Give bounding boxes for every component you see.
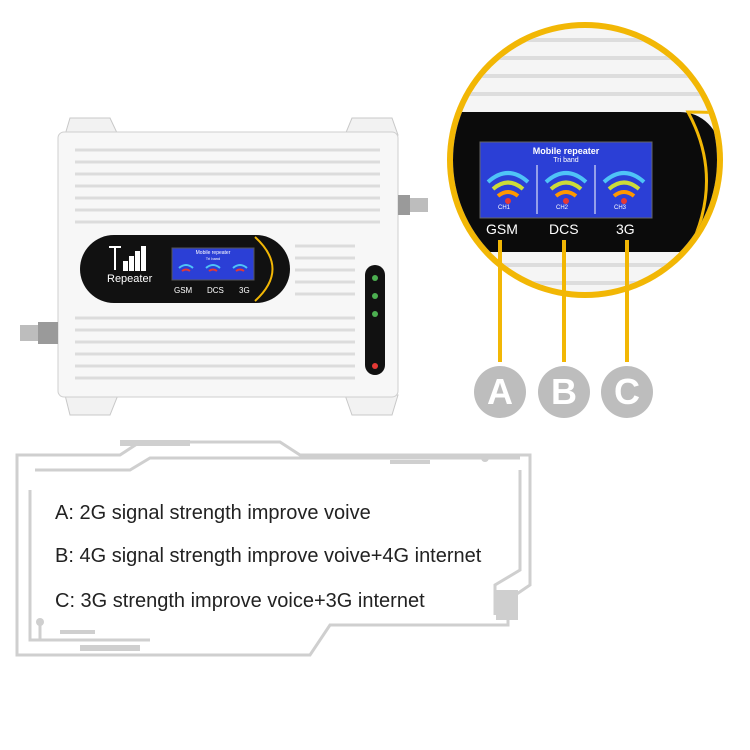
zoom-screen-title: Mobile repeater xyxy=(532,146,600,156)
device-screen-subtitle: Tri band xyxy=(205,256,221,261)
device-screen-title: Mobile repeater xyxy=(195,250,231,256)
device-band-dcs: DCS xyxy=(207,286,224,295)
zoom-band-dcs: DCS xyxy=(549,221,579,237)
magnified-screen xyxy=(447,22,723,298)
legend-line-c: C: 3G strength improve voice+3G internet xyxy=(55,590,425,612)
repeater-logo-text: Repeater xyxy=(107,273,153,285)
callout-leader-lines xyxy=(498,240,629,362)
zoom-band-gsm: GSM xyxy=(486,221,518,237)
zoom-channel-2: CH2 xyxy=(556,205,569,211)
callout-badge-b: B xyxy=(538,366,590,418)
repeater-device xyxy=(20,117,428,416)
callout-badge-c: C xyxy=(601,366,653,418)
zoom-screen-subtitle: Tri band xyxy=(553,157,579,164)
device-band-3g: 3G xyxy=(239,286,250,295)
legend-line-b: B: 4G signal strength improve voive+4G i… xyxy=(55,545,482,567)
zoom-channel-3: CH3 xyxy=(614,205,627,211)
zoom-channel-1: CH1 xyxy=(498,205,511,211)
zoom-band-3g: 3G xyxy=(616,221,635,237)
circuit-frame xyxy=(15,440,532,657)
legend-line-a: A: 2G signal strength improve voive xyxy=(55,502,371,524)
callout-badge-a: A xyxy=(474,366,526,418)
device-band-gsm: GSM xyxy=(174,286,193,295)
